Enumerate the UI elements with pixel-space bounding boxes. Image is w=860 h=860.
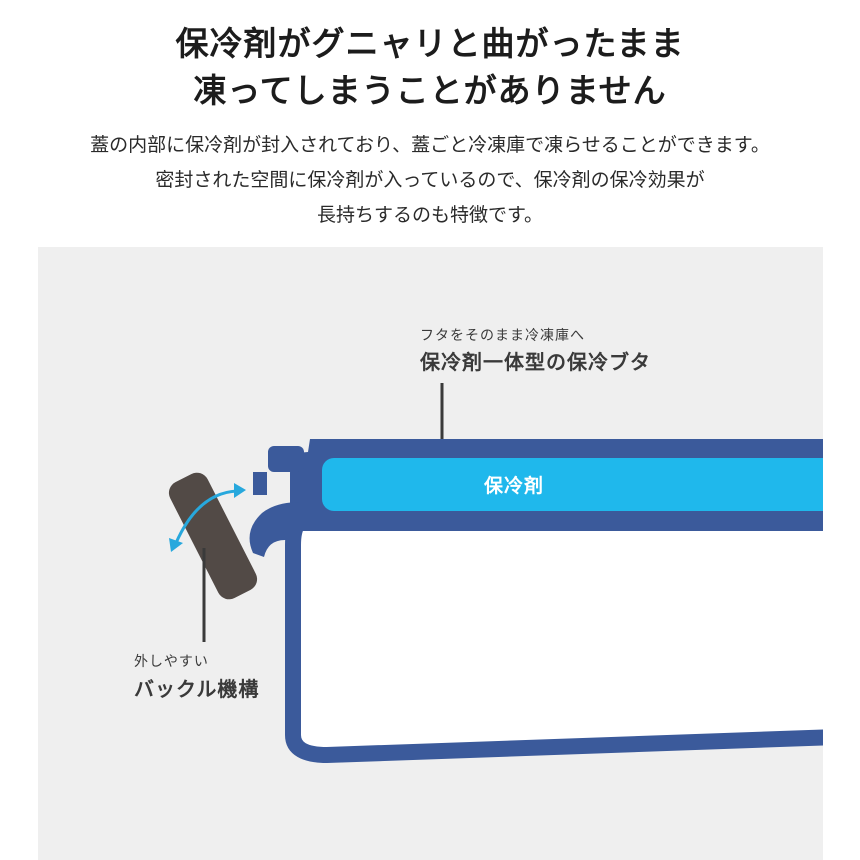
ice-pack-label: 保冷剤 [484,475,545,497]
rotate-arrow-head-top [234,483,246,498]
container-body [285,509,823,764]
rotate-arrow-icon [174,489,238,544]
lid-callout-sub: フタをそのまま冷凍庫へ [420,328,585,344]
headline: 保冷剤がグニャリと曲がったまま 凍ってしまうことがありません [0,20,860,114]
ice-pack [322,458,823,511]
headline-line-1: 保冷剤がグニャリと曲がったまま [175,24,685,63]
description: 蓋の内部に保冷剤が封入されており、蓋ごと冷凍庫で凍らせることができます。 密封さ… [0,128,860,233]
description-line-3: 長持ちするのも特徴です。 [316,204,544,226]
diagram-graphic [168,383,823,764]
description-line-2: 密封された空間に保冷剤が入っているので、保冷剤の保冷効果が [155,169,705,191]
lid-hinge-tab [253,472,267,495]
description-line-1: 蓋の内部に保冷剤が封入されており、蓋ごと冷凍庫で凍らせることができます。 [90,134,770,156]
lid-callout: フタをそのまま冷凍庫へ 保冷剤一体型の保冷ブタ [420,326,651,378]
buckle-callout-sub: 外しやすい [134,654,209,670]
lid-callout-title: 保冷剤一体型の保冷ブタ [420,350,651,374]
buckle-callout-title: バックル機構 [134,677,260,701]
buckle-callout: 外しやすい バックル機構 [134,651,259,705]
lid-hinge-post [268,446,304,472]
rotate-arrow-head-bottom [169,538,183,552]
headline-line-2: 凍ってしまうことがありません [193,71,667,110]
buckle-mount [249,502,300,557]
lid-cross-section-diagram: フタをそのまま冷凍庫へ 保冷剤一体型の保冷ブタ 保冷剤 外しやすい バックル機構 [38,247,823,860]
buckle-icon [168,472,258,600]
